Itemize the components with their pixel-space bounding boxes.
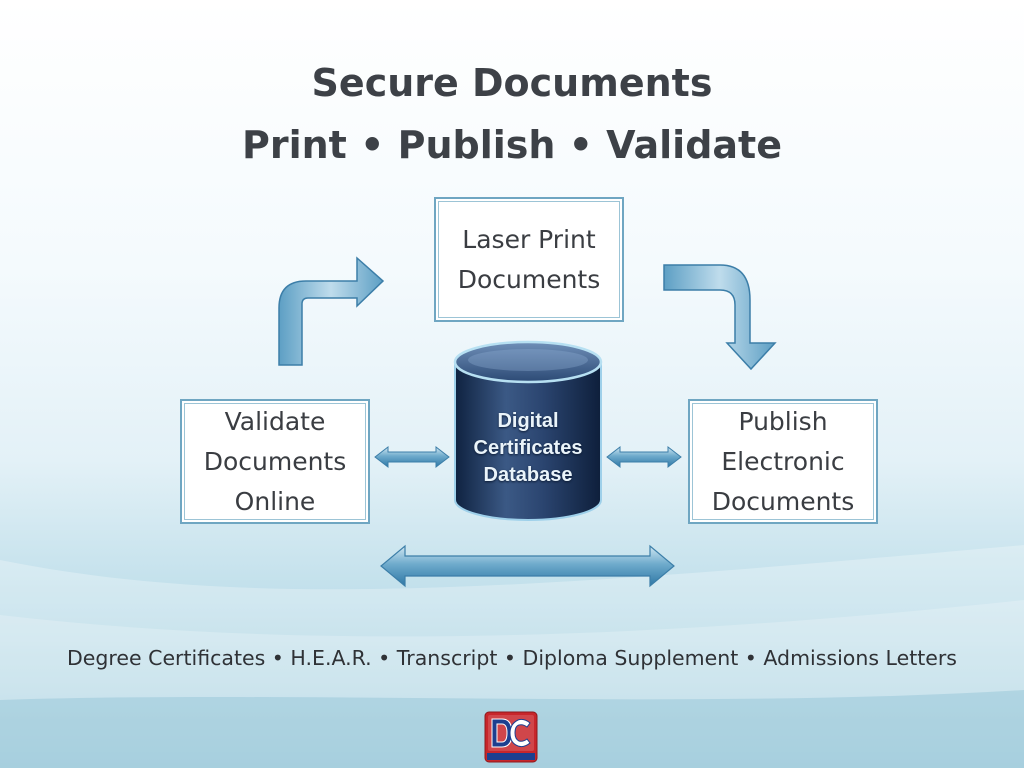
slide-title: Secure Documents [311, 61, 713, 105]
node-label-line: Documents [203, 446, 347, 476]
database-label: Digital Certificates Database [455, 408, 601, 489]
arrow-validate-to-print [278, 256, 385, 366]
arrow-validate-database [374, 445, 450, 469]
node-label-line: Documents [711, 486, 855, 516]
database-label-line: Digital [497, 410, 559, 432]
slide-subtitle: Print • Publish • Validate [242, 123, 782, 167]
arrow-print-to-publish [663, 264, 777, 371]
node-label-line: Online [234, 486, 316, 516]
database-label-line: Certificates [473, 437, 583, 459]
digital-certificates-logo [484, 711, 538, 763]
laser-print-box: Laser Print Documents [434, 197, 624, 322]
arrow-database-publish [606, 445, 682, 469]
node-label-line: Documents [457, 264, 601, 294]
node-label-line: Publish [738, 406, 828, 436]
database-icon [453, 340, 603, 521]
arrow-validate-publish [380, 544, 675, 588]
node-label-line: Electronic [721, 446, 845, 476]
validate-box: Validate Documents Online [180, 399, 370, 524]
node-label-line: Laser Print [462, 224, 596, 254]
node-label-line: Validate [224, 406, 326, 436]
publish-box: Publish Electronic Documents [688, 399, 878, 524]
document-types: Degree Certificates • H.E.A.R. • Transcr… [67, 646, 957, 670]
database-label-line: Database [483, 464, 573, 486]
